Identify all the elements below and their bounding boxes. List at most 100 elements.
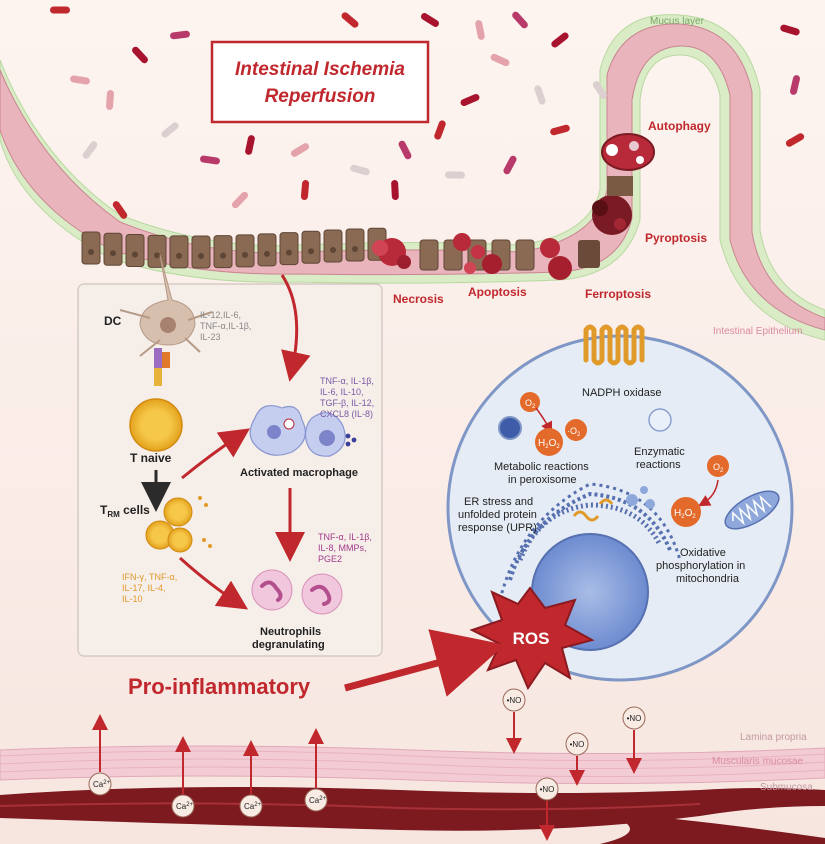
- nitric-oxide-label: •NO: [507, 696, 522, 705]
- t-naive-label: T naive: [130, 451, 172, 465]
- apoptosis-bodies: [453, 233, 502, 274]
- bacterium: [341, 12, 359, 28]
- superoxide-badge: [565, 419, 587, 441]
- o2-badge-mito: [707, 455, 729, 477]
- autophagy-label: Autophagy: [648, 119, 711, 133]
- bacterium: [290, 143, 310, 157]
- bacterium: [512, 11, 528, 29]
- enterocyte-nucleus: [154, 252, 160, 259]
- bacterium: [391, 180, 399, 200]
- enterocyte-nucleus: [132, 251, 138, 258]
- bacterium: [161, 122, 179, 138]
- title-line-1: Intestinal Ischemia: [235, 59, 405, 80]
- enterocyte-nucleus: [198, 252, 204, 259]
- ferroptosis-cells: [540, 238, 600, 280]
- enterocyte: [81, 231, 101, 265]
- h2o2-peroxisome-text: H2O2: [538, 438, 560, 450]
- nitric-oxide-label: •NO: [540, 785, 555, 794]
- calcium-ion: [304, 788, 328, 812]
- autophagy-cell: [601, 133, 655, 171]
- mac-cytokine-3: TGF-β, IL-12,: [320, 398, 374, 408]
- bacterium: [420, 13, 440, 27]
- enzymatic-label-2: reactions: [636, 459, 681, 471]
- mac-cytokine-2: IL-6, IL-10,: [320, 387, 364, 397]
- neutrophils-label-2: degranulating: [252, 639, 325, 651]
- enterocyte-nucleus: [330, 246, 336, 253]
- enterocyte: [257, 233, 277, 267]
- enterocyte: [345, 228, 365, 262]
- oxphos-label-1: Oxidative: [680, 547, 726, 559]
- arrow-t-to-macrophage: [181, 428, 250, 480]
- oxphos-label-2: phosphorylation in: [656, 560, 745, 572]
- arrow-to-ros: [344, 629, 506, 697]
- enterocyte: [279, 232, 299, 266]
- enterocyte: [125, 233, 145, 267]
- immune-panel: DC IL-12,IL-6, TNF-α,IL-1β, IL-23 T naiv…: [77, 254, 383, 657]
- mac-cytokine-1: TNF-α, IL-1β,: [320, 376, 374, 386]
- endoplasmic-reticulum: [498, 482, 682, 601]
- bacterium: [132, 46, 148, 64]
- bacterium: [112, 201, 128, 219]
- h2o2-badge-peroxisome: [535, 428, 563, 456]
- bacterium: [550, 124, 570, 136]
- bacterium: [475, 20, 485, 40]
- enterocyte-nucleus: [264, 250, 270, 257]
- dc-cytokine-2: TNF-α,IL-1β,: [200, 321, 251, 331]
- enterocyte-nucleus: [110, 250, 116, 257]
- macrophage-label: Activated macrophage: [240, 467, 358, 479]
- superoxide-text: ·O2: [567, 426, 581, 438]
- bacterium: [245, 135, 255, 155]
- er-label-3: response (UPR): [458, 522, 537, 534]
- bacterium: [350, 164, 370, 176]
- enzymatic-label-1: Enzymatic: [634, 446, 685, 458]
- trm-cytokine-3: IL-10: [122, 594, 143, 604]
- apoptosis-label: Apoptosis: [468, 285, 527, 299]
- peroxisome-icon: [498, 416, 522, 440]
- bacterium: [70, 75, 90, 85]
- nitric-oxide: [622, 706, 646, 730]
- mac-cytokine-4: CXCL8 (IL-8): [320, 409, 373, 419]
- dc-label: DC: [104, 314, 122, 328]
- bacterium: [780, 24, 800, 36]
- enterocyte-nucleus: [308, 248, 314, 255]
- enterocyte: [169, 235, 189, 269]
- bacterium: [300, 180, 310, 200]
- nitric-oxide: [502, 688, 526, 712]
- er-label-2: unfolded protein: [458, 509, 537, 521]
- vessel-markers: Ca2+ Ca2+ Ca2+ Ca2+ •NO •NO •NO •NO: [88, 688, 646, 841]
- enterocyte: [419, 239, 439, 271]
- enterocyte-nucleus: [220, 252, 226, 259]
- calcium-ion-label: Ca2+: [93, 780, 111, 789]
- calcium-ion-label: Ca2+: [244, 802, 262, 811]
- o2-badge-peroxisome: [520, 392, 540, 412]
- arrow-t-to-neutrophil: [178, 556, 249, 610]
- dc-cytokine-3: IL-23: [200, 332, 221, 342]
- neutrophils: [251, 569, 343, 615]
- enterocyte: [515, 239, 535, 271]
- dendritic-cell: [119, 254, 213, 386]
- enterocyte-nucleus: [88, 249, 94, 255]
- nitric-oxide-label: •NO: [627, 714, 642, 723]
- enterocyte-nucleus: [352, 245, 358, 252]
- pyroptosis-cell: [592, 176, 633, 235]
- epithelium-label: Intestinal Epithelium: [713, 326, 803, 337]
- pyroptosis-label: Pyroptosis: [645, 231, 707, 245]
- calcium-ion-label: Ca2+: [176, 802, 194, 811]
- activated-macrophage: [249, 405, 357, 457]
- mitochondrion: [724, 490, 780, 530]
- nitric-oxide-label: •NO: [570, 740, 585, 749]
- intestinal-epithelium: [0, 14, 825, 341]
- trm-cytokine-2: IL-17, IL-4,: [122, 583, 166, 593]
- ferroptosis-label: Ferroptosis: [585, 287, 651, 301]
- bacterium: [790, 75, 800, 95]
- pro-inflammatory-label: Pro-inflammatory: [128, 674, 311, 699]
- trm-cytokine-1: IFN-γ, TNF-α,: [122, 572, 177, 582]
- title-line-2: Reperfusion: [265, 86, 376, 107]
- oxphos-label-3: mitochondria: [676, 573, 740, 585]
- trm-cells: [145, 496, 212, 553]
- calcium-ion-label: Ca2+: [309, 796, 327, 805]
- necrosis-cells: [372, 238, 411, 269]
- enterocyte-nucleus: [176, 252, 182, 259]
